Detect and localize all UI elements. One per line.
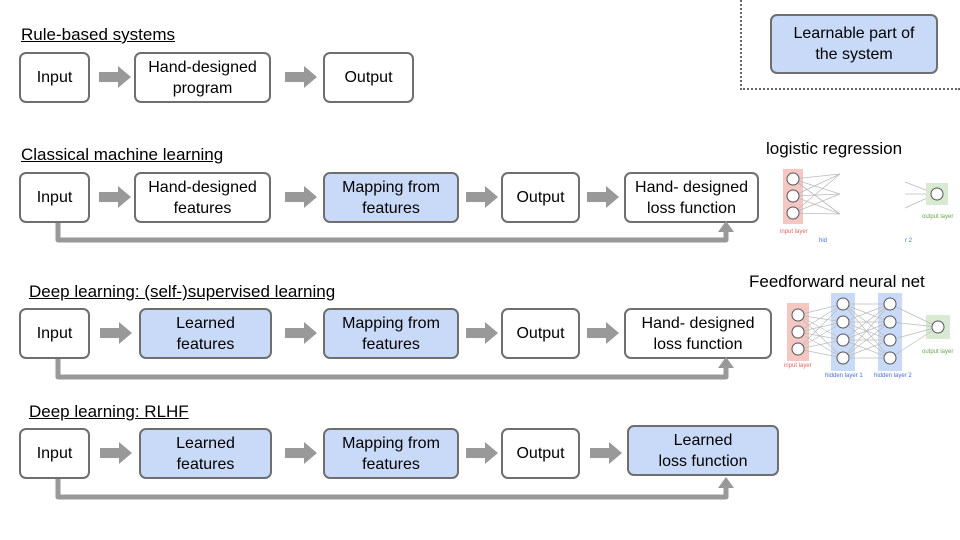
- classical-mapping-box: Mapping from features: [323, 172, 459, 223]
- ffnn-output-node: [931, 320, 945, 334]
- legend-divider-horizontal: [740, 88, 960, 90]
- flow-arrow: [587, 186, 619, 208]
- flow-arrow: [590, 442, 622, 464]
- ffnn-caption: Feedforward neural net: [749, 272, 925, 291]
- feedback-loop-classical: [55, 223, 729, 243]
- rlhf-input-box: Input: [19, 428, 90, 479]
- flow-arrow: [466, 322, 498, 344]
- classical-loss-box: Hand- designed loss function: [624, 172, 759, 223]
- ffnn-output-label: output layer: [922, 349, 953, 355]
- rule-output-box: Output: [323, 52, 414, 103]
- deep-features-box: Learned features: [139, 308, 272, 359]
- logreg-output-label: output layer: [922, 214, 953, 220]
- ffnn-input-label: input layer: [784, 363, 812, 369]
- flow-arrow: [100, 442, 132, 464]
- ffnn-hidden2-label: hidden layer 2: [874, 373, 912, 379]
- deep-input-box: Input: [19, 308, 90, 359]
- flow-arrow: [285, 442, 317, 464]
- rule-program-box: Hand-designed program: [134, 52, 271, 103]
- logreg-layer-fragment: r 2: [905, 238, 913, 244]
- row-title-rlhf: Deep learning: RLHF: [29, 402, 189, 421]
- row-title-rule-based: Rule-based systems: [21, 25, 176, 44]
- ffnn-input-node: [791, 308, 805, 322]
- flow-arrow: [285, 322, 317, 344]
- ffnn-hidden1-label: hidden layer 1: [825, 373, 863, 379]
- ffnn-hidden1-node: [836, 351, 850, 365]
- legend-divider-vertical: [740, 0, 742, 90]
- logreg-network-figure: input layer hid r 2 output layer: [780, 169, 953, 244]
- deep-output-box: Output: [501, 308, 580, 359]
- ffnn-hidden1-node: [836, 297, 850, 311]
- logreg-hidden-fragment: hid: [819, 238, 827, 244]
- classical-input-box: Input: [19, 172, 90, 223]
- rlhf-features-box: Learned features: [139, 428, 272, 479]
- logreg-input-node: [786, 189, 800, 203]
- feedback-loop-rlhf: [55, 479, 729, 500]
- flow-arrow: [587, 322, 619, 344]
- flow-arrow: [466, 186, 498, 208]
- classical-features-box: Hand-designed features: [134, 172, 271, 223]
- feedback-loop-deep: [55, 359, 729, 380]
- flow-arrow: [99, 66, 131, 88]
- flow-arrow: [285, 186, 317, 208]
- ffnn-hidden1-node: [836, 315, 850, 329]
- rlhf-output-box: Output: [501, 428, 580, 479]
- ffnn-input-node: [791, 342, 805, 356]
- ffnn-hidden2-node: [883, 351, 897, 365]
- classical-output-box: Output: [501, 172, 580, 223]
- logreg-caption: logistic regression: [766, 139, 903, 158]
- logreg-input-node: [786, 172, 800, 186]
- flow-arrow: [100, 322, 132, 344]
- flow-arrow: [99, 186, 131, 208]
- feedback-arrowhead: [718, 477, 734, 488]
- deep-loss-box: Hand- designed loss function: [624, 308, 772, 359]
- rlhf-mapping-box: Mapping from features: [323, 428, 459, 479]
- logreg-input-label: input layer: [780, 229, 808, 235]
- logreg-output-node: [930, 187, 944, 201]
- deep-mapping-box: Mapping from features: [323, 308, 459, 359]
- ffnn-hidden1-node: [836, 333, 850, 347]
- row-title-classical-ml: Classical machine learning: [21, 145, 224, 164]
- rlhf-loss-box: Learned loss function: [627, 425, 779, 476]
- row-title-deep-supervised: Deep learning: (self-)supervised learnin…: [29, 282, 336, 301]
- legend-learnable-box: Learnable part of the system: [770, 14, 938, 74]
- flow-arrow: [466, 442, 498, 464]
- ffnn-hidden2-node: [883, 333, 897, 347]
- ffnn-hidden2-node: [883, 297, 897, 311]
- ffnn-input-node: [791, 325, 805, 339]
- ffnn-hidden2-node: [883, 315, 897, 329]
- ffnn-network-figure: input layer hidden layer 1 hidden layer …: [784, 293, 953, 379]
- logreg-input-node: [786, 206, 800, 220]
- flow-arrow: [285, 66, 317, 88]
- rule-input-box: Input: [19, 52, 90, 103]
